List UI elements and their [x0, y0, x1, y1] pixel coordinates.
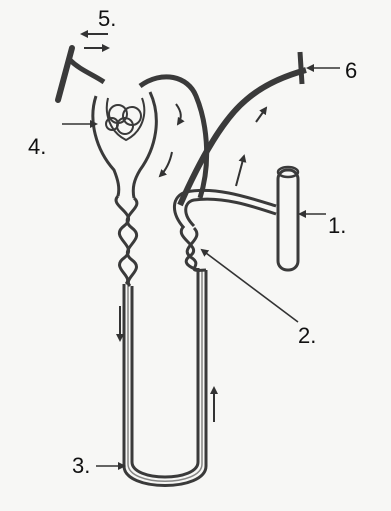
label-pointers [62, 68, 340, 466]
label-6: 6 [345, 60, 357, 82]
distal-tubule [174, 190, 276, 270]
proximal-tubule [116, 196, 137, 286]
collecting-duct [278, 167, 298, 270]
label-5: 5. [98, 8, 116, 30]
flow-arrows [82, 34, 266, 422]
glomerulus [106, 105, 141, 134]
loop-of-henle [124, 268, 206, 486]
afferent-arteriole [58, 48, 104, 100]
label-3: 3. [72, 455, 90, 477]
label-1: 1. [328, 215, 346, 237]
label-2: 2. [298, 325, 316, 347]
label-4: 4. [28, 136, 46, 158]
